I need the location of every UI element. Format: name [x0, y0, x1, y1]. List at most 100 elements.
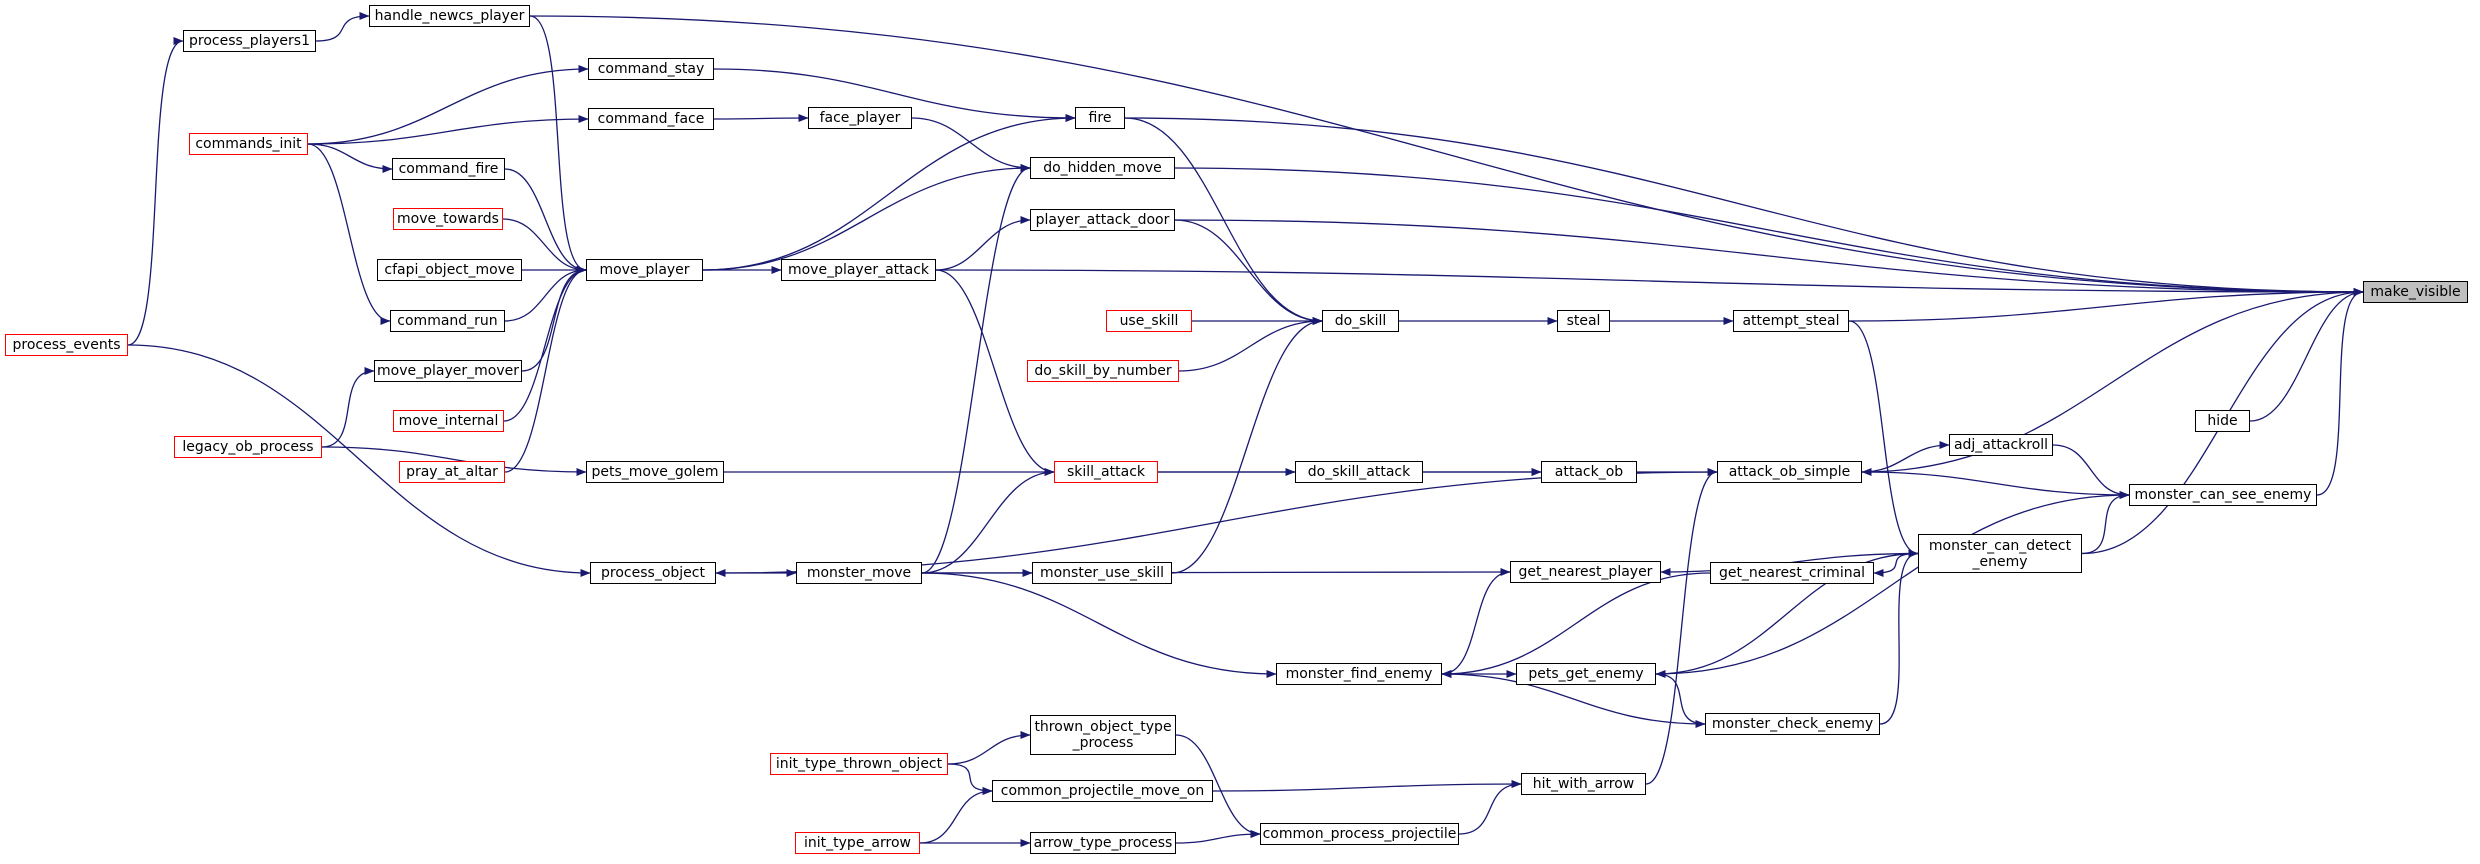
node-monster-move[interactable]: monster_move — [796, 562, 922, 584]
edge-attack-ob-simple-to-adj-attackroll — [1861, 441, 1950, 473]
node-monster-find-enemy[interactable]: monster_find_enemy — [1276, 663, 1442, 685]
node-move-player-mover[interactable]: move_player_mover — [374, 360, 522, 382]
node-init-type-thrown-object[interactable]: init_type_thrown_object — [770, 753, 948, 775]
node-label: pray_at_altar — [406, 464, 498, 480]
edge-monster-can-see-enemy-to-make-visible — [2316, 288, 2364, 496]
node-commands-init[interactable]: commands_init — [189, 133, 308, 155]
node-pets-move-golem[interactable]: pets_move_golem — [586, 461, 724, 483]
node-process-events[interactable]: process_events — [5, 334, 128, 356]
node-skill-attack[interactable]: skill_attack — [1054, 461, 1158, 483]
edge-process-players1-to-handle-newcs-player — [315, 12, 370, 42]
node-label: make_visible — [2370, 284, 2461, 300]
node-command-fire[interactable]: command_fire — [392, 158, 505, 180]
edge-move-player-mover-to-move-player — [521, 266, 587, 372]
edge-common-projectile-move-on-to-hit-with-arrow — [1212, 780, 1522, 792]
edge-command-fire-to-move-player — [504, 168, 587, 274]
edge-thrown-object-type-process-to-common-process-projectile — [1175, 734, 1261, 838]
node-do-skill-attack[interactable]: do_skill_attack — [1295, 461, 1423, 483]
node-cfapi-object-move[interactable]: cfapi_object_move — [377, 259, 522, 281]
node-label: get_nearest_criminal — [1718, 565, 1866, 581]
node-command-face[interactable]: command_face — [588, 108, 714, 130]
node-label: legacy_ob_process — [182, 439, 314, 455]
edge-fire-to-do-skill — [1124, 117, 1323, 325]
node-monster-can-detect-enemy[interactable]: monster_can_detect _enemy — [1918, 534, 2082, 573]
node-label: move_internal — [398, 413, 499, 429]
edge-move-towards-to-move-player — [502, 218, 587, 274]
node-command-stay[interactable]: command_stay — [588, 58, 714, 80]
edge-do-skill-by-number-to-do-skill — [1178, 317, 1323, 372]
node-face-player[interactable]: face_player — [808, 107, 912, 129]
node-move-internal[interactable]: move_internal — [393, 410, 504, 432]
edge-monster-move-to-do-hidden-move — [921, 164, 1031, 574]
edge-pray-at-altar-to-move-player — [504, 266, 587, 473]
node-label: handle_newcs_player — [374, 8, 525, 24]
edge-monster-move-to-monster-find-enemy — [921, 572, 1277, 678]
node-monster-use-skill[interactable]: monster_use_skill — [1032, 562, 1172, 584]
node-label: attempt_steal — [1742, 313, 1840, 329]
node-process-players1[interactable]: process_players1 — [183, 30, 316, 52]
node-steal[interactable]: steal — [1557, 310, 1610, 332]
node-attempt-steal[interactable]: attempt_steal — [1733, 310, 1849, 332]
node-monster-can-see-enemy[interactable]: monster_can_see_enemy — [2129, 484, 2317, 506]
node-make-visible: make_visible — [2363, 281, 2468, 303]
node-do-hidden-move[interactable]: do_hidden_move — [1030, 157, 1175, 179]
node-thrown-object-type-process[interactable]: thrown_object_type _process — [1030, 715, 1176, 755]
node-process-object[interactable]: process_object — [590, 562, 716, 584]
edge-attempt-steal-to-monster-can-detect-enemy — [1848, 320, 1919, 558]
node-legacy-ob-process[interactable]: legacy_ob_process — [174, 436, 322, 458]
node-pray-at-altar[interactable]: pray_at_altar — [399, 461, 505, 483]
node-command-run[interactable]: command_run — [390, 310, 505, 332]
node-fire[interactable]: fire — [1075, 107, 1125, 129]
node-label: command_run — [397, 313, 498, 329]
edge-common-process-projectile-to-hit-with-arrow — [1458, 780, 1522, 835]
edge-command-face-to-face-player — [713, 114, 809, 123]
edge-move-player-attack-to-skill-attack — [935, 269, 1055, 476]
node-label: commands_init — [195, 136, 302, 152]
edge-get-nearest-criminal-to-monster-find-enemy — [1441, 572, 1711, 678]
node-common-process-projectile[interactable]: common_process_projectile — [1260, 823, 1459, 845]
edge-move-player-attack-to-make-visible — [935, 269, 2364, 296]
node-do-skill-by-number[interactable]: do_skill_by_number — [1027, 360, 1179, 382]
node-label: attack_ob — [1554, 464, 1624, 480]
node-hide[interactable]: hide — [2195, 410, 2250, 432]
node-attack-ob[interactable]: attack_ob — [1541, 461, 1637, 483]
edge-commands-init-to-command-fire — [307, 143, 393, 173]
node-attack-ob-simple[interactable]: attack_ob_simple — [1717, 461, 1862, 483]
edge-adj-attackroll-to-monster-can-see-enemy — [2052, 444, 2130, 499]
node-adj-attackroll[interactable]: adj_attackroll — [1949, 434, 2053, 456]
node-common-projectile-move-on[interactable]: common_projectile_move_on — [992, 780, 1213, 802]
node-hit-with-arrow[interactable]: hit_with_arrow — [1521, 773, 1646, 795]
node-move-towards[interactable]: move_towards — [393, 208, 503, 230]
node-use-skill[interactable]: use_skill — [1106, 310, 1192, 332]
node-label: steal — [1566, 313, 1601, 329]
edge-arrow-type-process-to-common-process-projectile — [1175, 830, 1261, 844]
edge-legacy-ob-process-to-pets-move-golem — [321, 446, 587, 476]
node-move-player-attack[interactable]: move_player_attack — [781, 259, 936, 281]
edge-command-run-to-move-player — [504, 266, 587, 322]
node-do-skill[interactable]: do_skill — [1322, 310, 1399, 332]
node-arrow-type-process[interactable]: arrow_type_process — [1030, 832, 1176, 854]
node-label: pets_move_golem — [591, 464, 719, 480]
node-label: do_skill_attack — [1307, 464, 1411, 480]
node-get-nearest-player[interactable]: get_nearest_player — [1510, 561, 1661, 583]
edge-pets-get-enemy-to-monster-check-enemy — [1655, 673, 1706, 728]
node-label: use_skill — [1119, 313, 1179, 329]
node-label: face_player — [819, 110, 901, 126]
node-label: cfapi_object_move — [384, 262, 515, 278]
node-handle-newcs-player[interactable]: handle_newcs_player — [369, 5, 530, 27]
node-label: move_player — [599, 262, 690, 278]
node-pets-get-enemy[interactable]: pets_get_enemy — [1516, 663, 1656, 685]
node-init-type-arrow[interactable]: init_type_arrow — [795, 832, 920, 854]
edge-monster-can-see-enemy-to-attack-ob-simple — [1861, 468, 2130, 496]
node-move-player[interactable]: move_player — [586, 259, 703, 281]
node-player-attack-door[interactable]: player_attack_door — [1030, 209, 1175, 231]
node-label: monster_use_skill — [1039, 565, 1165, 581]
node-label: monster_move — [806, 565, 912, 581]
node-label: common_projectile_move_on — [1000, 783, 1205, 799]
edge-do-hidden-move-to-make-visible — [1174, 167, 2364, 296]
edge-monster-check-enemy-to-monster-find-enemy — [1441, 670, 1706, 725]
edge-hide-to-make-visible — [2249, 288, 2364, 422]
node-monster-check-enemy[interactable]: monster_check_enemy — [1705, 713, 1880, 735]
node-get-nearest-criminal[interactable]: get_nearest_criminal — [1710, 562, 1874, 584]
